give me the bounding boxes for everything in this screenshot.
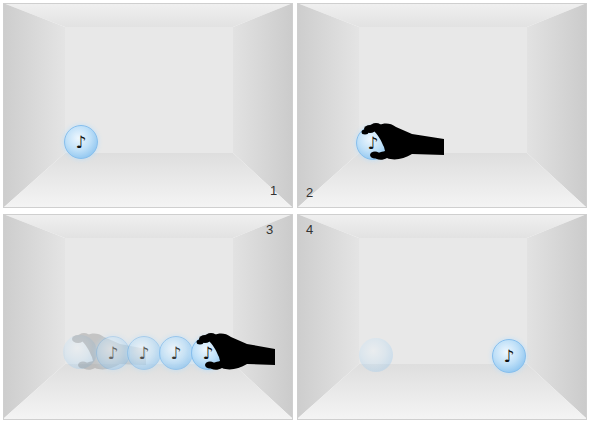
note-symbol: ♪ xyxy=(139,344,150,362)
ghost-ball xyxy=(359,338,393,372)
step-panel: 1♪ xyxy=(3,3,293,208)
sound-ball: ♪ xyxy=(127,336,161,370)
sound-ball: ♪ xyxy=(159,336,193,370)
room xyxy=(3,3,293,208)
room xyxy=(3,214,293,419)
sound-ball: ♪ xyxy=(492,339,526,373)
note-symbol: ♪ xyxy=(108,344,119,362)
sound-ball: ♪ xyxy=(356,126,390,160)
sound-ball: ♪ xyxy=(96,336,130,370)
room xyxy=(297,214,587,419)
hand xyxy=(362,123,445,160)
sound-ball: ♪ xyxy=(191,336,225,370)
step-panel: 2♪ xyxy=(297,3,587,208)
hand xyxy=(197,333,276,370)
note-symbol: ♪ xyxy=(171,344,182,362)
step-number: 3 xyxy=(266,223,273,237)
note-symbol: ♪ xyxy=(368,134,379,152)
note-symbol: ♪ xyxy=(504,347,515,365)
step-panel: 4♪ xyxy=(297,214,587,420)
step-number: 2 xyxy=(306,186,313,200)
step-number: 4 xyxy=(306,223,313,237)
step-number: 1 xyxy=(270,184,277,198)
sound-ball: ♪ xyxy=(64,125,98,159)
note-symbol: ♪ xyxy=(203,344,214,362)
step-panel: 3 ♪ ♪ ♪ ♪ xyxy=(3,214,293,420)
note-symbol: ♪ xyxy=(76,133,87,151)
room xyxy=(297,3,587,208)
